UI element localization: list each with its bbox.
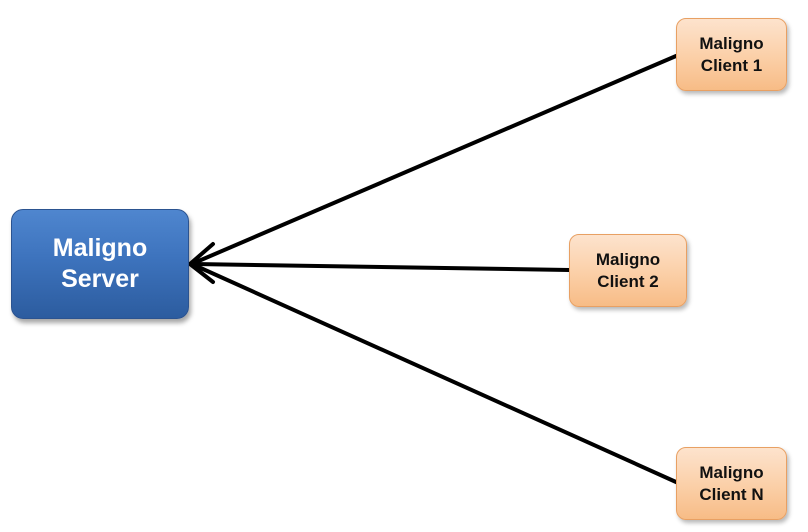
client-1-label-line2: Client 1 (700, 55, 763, 75)
client-1-label-line1: Maligno (699, 34, 764, 54)
server-label-line1: Maligno (52, 233, 148, 262)
client-node-2: Maligno Client 2 (569, 234, 687, 307)
connector-client-n (192, 263, 678, 484)
server-node: Maligno Server (11, 209, 189, 319)
connector-client-1 (192, 54, 678, 265)
client-n-label-line2: Client N (699, 484, 764, 504)
client-2-label-line2: Client 2 (597, 271, 659, 291)
connector-client-2 (192, 262, 571, 272)
client-node-n: Maligno Client N (676, 447, 787, 520)
client-n-label-line1: Maligno (699, 463, 764, 483)
server-label-line2: Server (61, 265, 139, 293)
arrowhead-icon (188, 242, 215, 284)
client-node-1: Maligno Client 1 (676, 18, 787, 91)
client-2-label-line1: Maligno (595, 250, 661, 270)
